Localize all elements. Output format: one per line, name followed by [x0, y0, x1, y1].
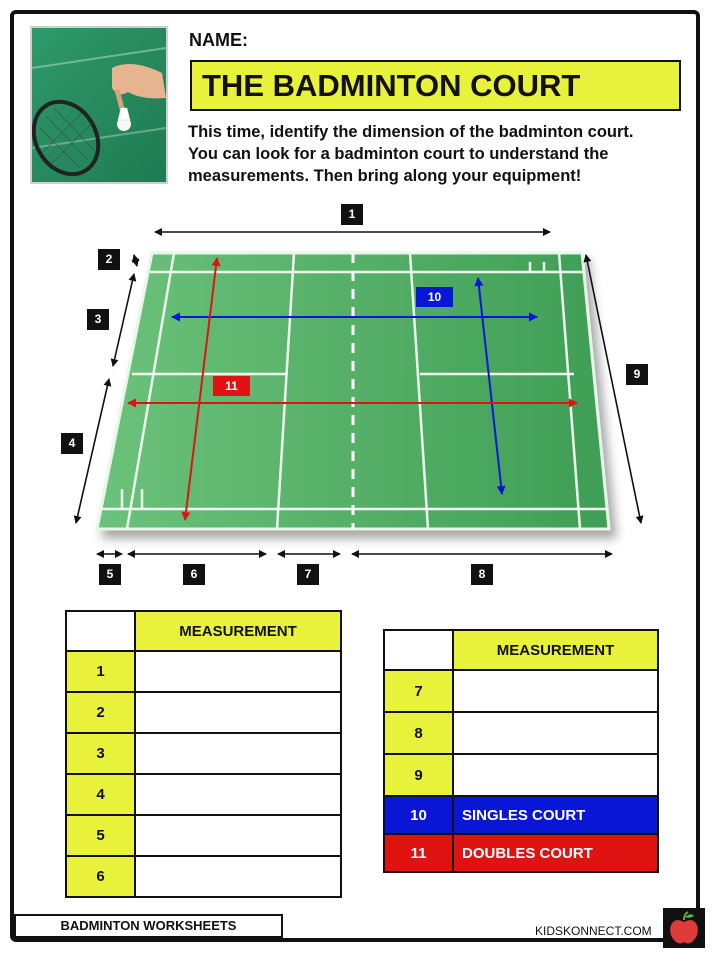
- answer-cell[interactable]: [134, 773, 342, 816]
- row-number: 1: [65, 650, 136, 693]
- row-number: 7: [383, 669, 454, 713]
- table-header: MEASUREMENT: [452, 629, 659, 671]
- intro-line-1: This time, identify the dimension of the…: [188, 123, 634, 141]
- name-label: NAME:: [189, 30, 248, 50]
- page-title: THE BADMINTON COURT: [190, 60, 681, 111]
- table-header: MEASUREMENT: [134, 610, 342, 652]
- badge-10-singles: 10: [416, 287, 453, 307]
- doubles-length-arrow: [181, 257, 221, 521]
- answer-cell[interactable]: [134, 650, 342, 693]
- badge-4: 4: [61, 433, 83, 454]
- singles-length-arrow: [474, 277, 506, 495]
- badge-8: 8: [471, 564, 493, 585]
- answer-cell[interactable]: [134, 691, 342, 734]
- row-number: 2: [65, 691, 136, 734]
- doubles-row-number: 11: [383, 833, 454, 873]
- badge-3: 3: [87, 309, 109, 330]
- row-number: 8: [383, 711, 454, 755]
- badge-11-doubles: 11: [213, 376, 250, 396]
- doubles-court-label: DOUBLES COURT: [452, 833, 659, 873]
- row-number: 9: [383, 753, 454, 797]
- table-corner: [65, 610, 136, 652]
- arrow-3: [110, 273, 137, 367]
- badge-6: 6: [183, 564, 205, 585]
- court-diagram: [73, 228, 644, 558]
- table-corner: [383, 629, 454, 671]
- badge-9: 9: [626, 364, 648, 385]
- singles-row-number: 10: [383, 795, 454, 835]
- intro-line-2: You can look for a badminton court to un…: [188, 145, 609, 163]
- worksheet-footer-label: BADMINTON WORKSHEETS: [14, 914, 283, 938]
- page-frame: [10, 10, 700, 942]
- answer-cell[interactable]: [452, 753, 659, 797]
- badge-7: 7: [297, 564, 319, 585]
- answer-cell[interactable]: [134, 855, 342, 898]
- badge-2: 2: [98, 249, 120, 270]
- apple-logo-icon: [663, 908, 705, 948]
- answer-cell[interactable]: [134, 814, 342, 857]
- row-number: 3: [65, 732, 136, 775]
- intro-line-3: measurements. Then bring along your equi…: [188, 167, 582, 185]
- badge-1: 1: [341, 204, 363, 225]
- answer-cell[interactable]: [134, 732, 342, 775]
- arrow-9: [583, 254, 644, 524]
- badminton-photo: [30, 26, 168, 184]
- badge-5: 5: [99, 564, 121, 585]
- arrow-2: [131, 254, 140, 267]
- row-number: 5: [65, 814, 136, 857]
- arrow-4: [73, 378, 112, 524]
- measurement-table-right: MEASUREMENT 7 8 9 10 SINGLES COURT 11 DO…: [383, 629, 659, 873]
- site-url: KIDSKONNECT.COM: [535, 924, 652, 938]
- singles-court-label: SINGLES COURT: [452, 795, 659, 835]
- row-number: 4: [65, 773, 136, 816]
- answer-cell[interactable]: [452, 711, 659, 755]
- measurement-table-left: MEASUREMENT 1 2 3 4 5 6: [65, 610, 342, 898]
- intro-text: This time, identify the dimension of the…: [188, 121, 698, 187]
- row-number: 6: [65, 855, 136, 898]
- answer-cell[interactable]: [452, 669, 659, 713]
